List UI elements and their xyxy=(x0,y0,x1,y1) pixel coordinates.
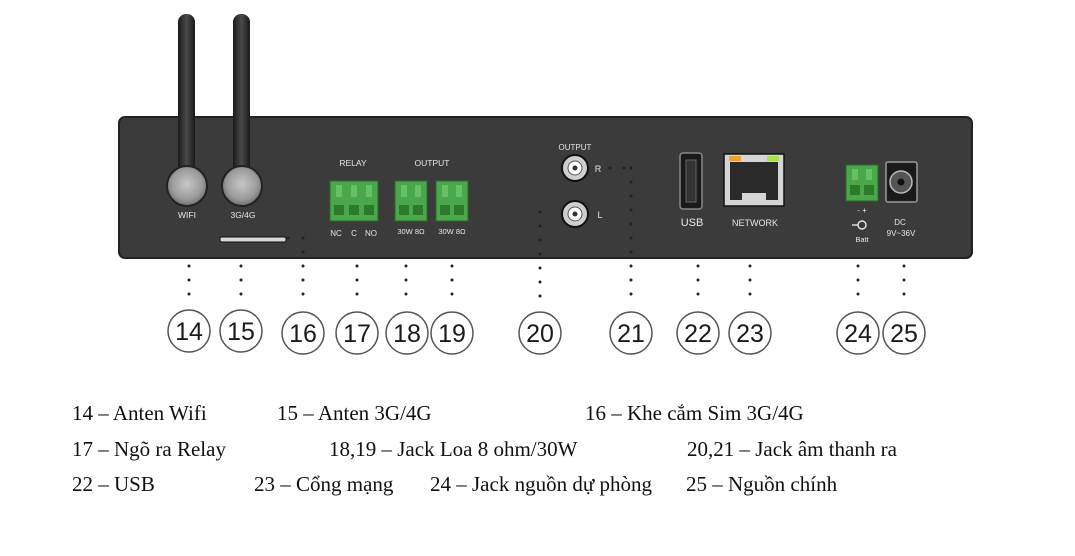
callout-24: 24 xyxy=(836,311,880,355)
battery-polarity-label: - + xyxy=(857,206,867,215)
svg-text:15: 15 xyxy=(227,318,255,346)
relay-no-label: NO xyxy=(365,229,377,238)
dc-label: DC xyxy=(894,218,906,227)
wifi-antenna-base xyxy=(166,165,208,207)
network-port xyxy=(723,153,785,207)
legend-item-23: 23 – Cổng mạng xyxy=(254,472,394,496)
speaker-output-label: OUTPUT xyxy=(415,158,450,168)
wifi-label: WIFI xyxy=(178,210,196,220)
rca-jack-l xyxy=(561,200,589,228)
g34-antenna-base xyxy=(221,165,263,207)
svg-text:21: 21 xyxy=(617,320,645,348)
svg-text:18: 18 xyxy=(393,320,421,348)
dc-power-jack xyxy=(885,161,918,203)
dc-range-label: 9V~36V xyxy=(887,229,916,238)
callout-21: 21 xyxy=(609,311,653,355)
usb-label: USB xyxy=(681,217,704,229)
battery-terminal-block xyxy=(845,164,879,202)
legend-item-15: 15 – Anten 3G/4G xyxy=(277,401,432,425)
wifi-antenna-rod xyxy=(178,14,195,186)
rca-r-label: R xyxy=(595,164,602,174)
relay-c-label: C xyxy=(351,229,357,238)
svg-text:25: 25 xyxy=(890,320,918,348)
speaker-2-rating: 30W 8Ω xyxy=(438,227,466,236)
callout-17: 17 xyxy=(335,311,379,355)
device-chassis xyxy=(118,116,973,259)
callout-19: 19 xyxy=(430,311,474,355)
audio-output-label: OUTPUT xyxy=(559,143,592,152)
speaker-1-rating: 30W 8Ω xyxy=(397,227,425,236)
battery-symbol-icon xyxy=(852,220,867,230)
legend-item-22: 22 – USB xyxy=(72,472,155,496)
relay-terminal-block xyxy=(329,180,379,222)
callout-16: 16 xyxy=(281,311,325,355)
svg-text:19: 19 xyxy=(438,320,466,348)
legend-item-17: 17 – Ngõ ra Relay xyxy=(72,437,226,461)
svg-text:23: 23 xyxy=(736,320,764,348)
callout-15: 15 xyxy=(219,309,263,353)
rca-jack-r xyxy=(561,154,589,182)
callout-23: 23 xyxy=(728,311,772,355)
legend-item-16: 16 – Khe cắm Sim 3G/4G xyxy=(585,401,804,425)
sim-slot xyxy=(219,236,287,243)
legend-item-18-19: 18,19 – Jack Loa 8 ohm/30W xyxy=(329,437,578,461)
network-label: NETWORK xyxy=(732,218,778,228)
svg-text:24: 24 xyxy=(844,320,872,348)
callout-14: 14 xyxy=(167,309,211,353)
battery-label: Batt xyxy=(855,235,869,244)
g34-antenna-rod xyxy=(233,14,250,186)
legend-item-25: 25 – Nguồn chính xyxy=(686,472,838,496)
legend-item-14: 14 – Anten Wifi xyxy=(72,401,207,425)
leader-lines xyxy=(187,166,906,310)
relay-nc-label: NC xyxy=(330,229,342,238)
rca-l-label: L xyxy=(597,210,602,220)
speaker-terminal-1 xyxy=(394,180,428,222)
svg-text:14: 14 xyxy=(175,318,203,346)
callout-22: 22 xyxy=(676,311,720,355)
svg-text:20: 20 xyxy=(526,320,554,348)
g34-label: 3G/4G xyxy=(230,210,255,220)
svg-text:17: 17 xyxy=(343,320,371,348)
usb-port xyxy=(679,152,703,210)
svg-text:22: 22 xyxy=(684,320,712,348)
callout-25: 25 xyxy=(882,311,926,355)
legend-item-20-21: 20,21 – Jack âm thanh ra xyxy=(687,437,897,461)
relay-label: RELAY xyxy=(339,158,367,168)
legend-item-24: 24 – Jack nguồn dự phòng xyxy=(430,472,652,496)
callout-18: 18 xyxy=(385,311,429,355)
svg-text:16: 16 xyxy=(289,320,317,348)
speaker-terminal-2 xyxy=(435,180,469,222)
callout-20: 20 xyxy=(518,311,562,355)
